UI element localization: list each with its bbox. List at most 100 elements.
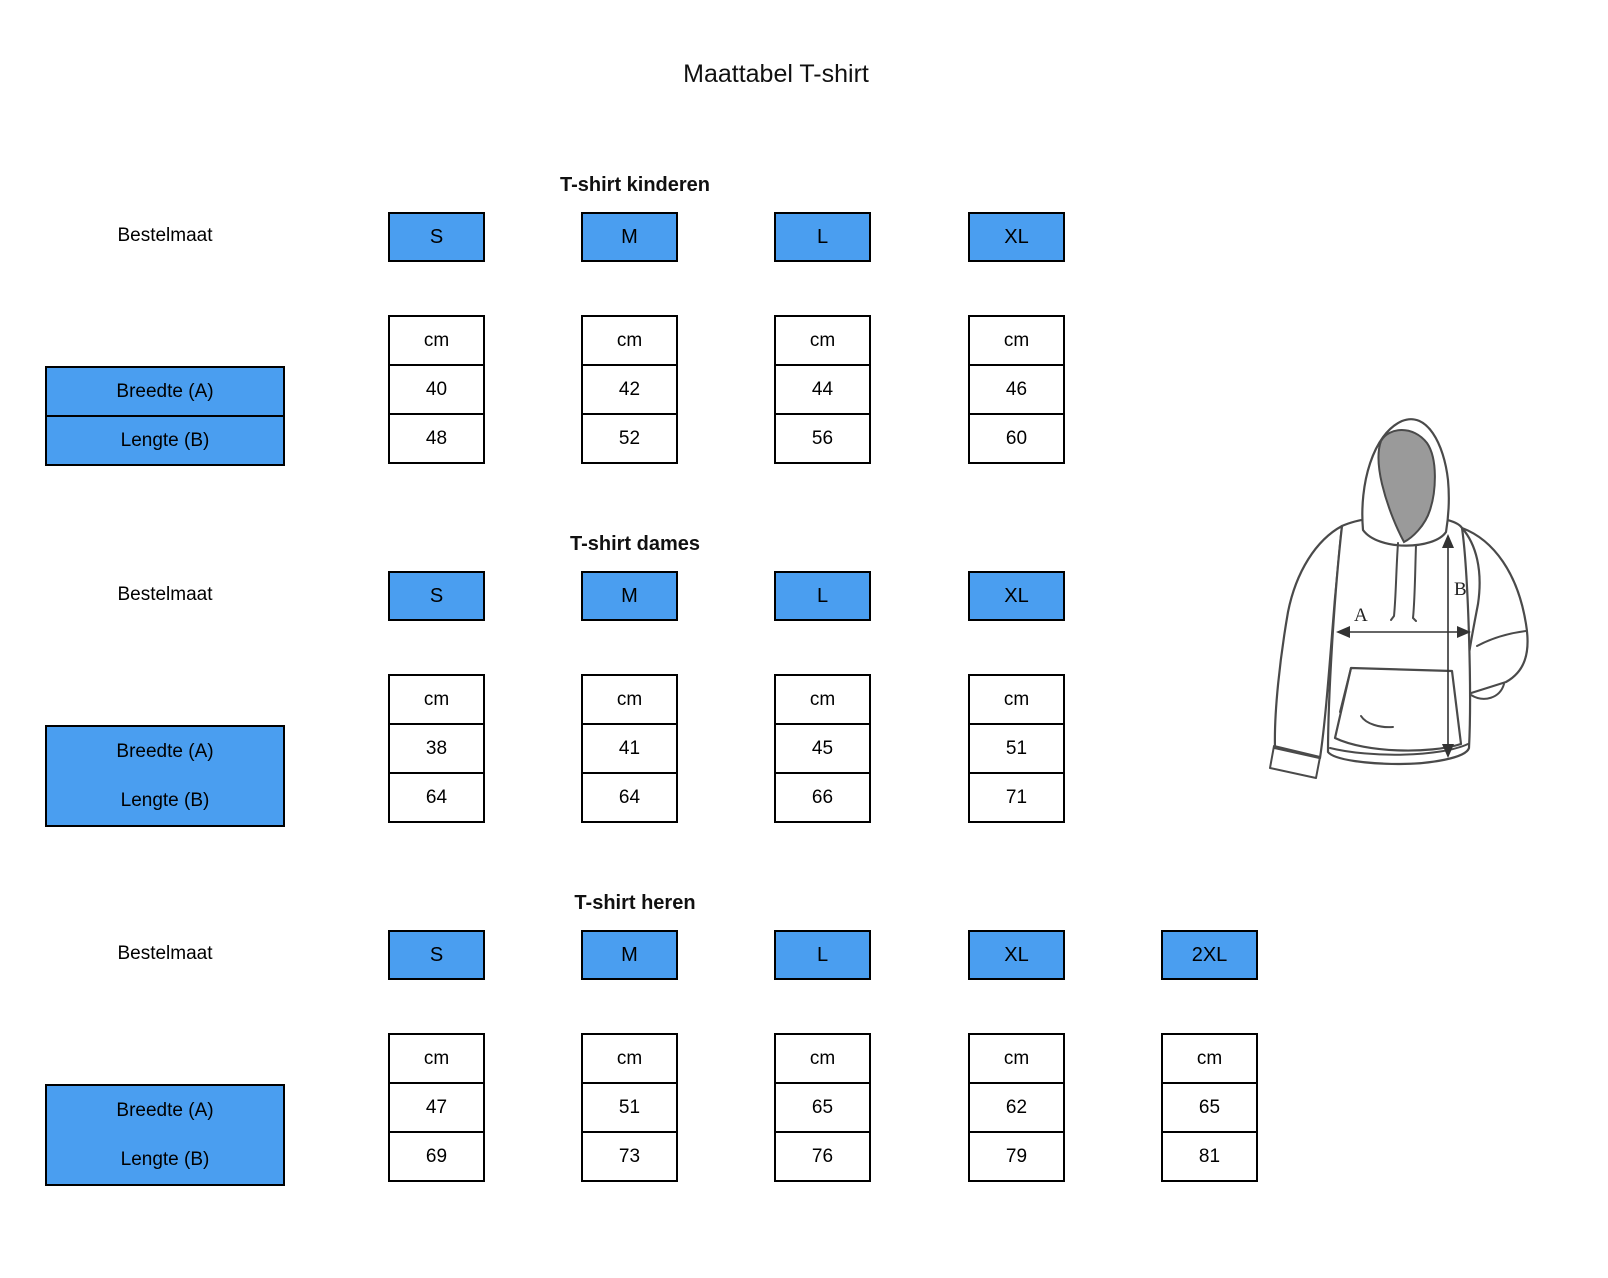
measure-column-xl: cm 46 60 bbox=[968, 315, 1065, 464]
unit-cell: cm bbox=[968, 674, 1065, 725]
section-header: T-shirt dames bbox=[569, 533, 701, 555]
lengte-value: 81 bbox=[1161, 1131, 1258, 1182]
size-box-l: L bbox=[774, 930, 871, 980]
measure-column-l: cm 45 66 bbox=[774, 674, 871, 823]
hoodie-right-sleeve bbox=[1460, 526, 1529, 696]
size-box-s: S bbox=[388, 930, 485, 980]
hoodie-drawstrings bbox=[1390, 542, 1417, 622]
unit-cell: cm bbox=[581, 1033, 678, 1084]
breedte-value: 51 bbox=[968, 723, 1065, 774]
section-header: T-shirt heren bbox=[574, 892, 696, 914]
lengte-value: 60 bbox=[968, 413, 1065, 464]
unit-cell: cm bbox=[968, 1033, 1065, 1084]
lengte-value: 76 bbox=[774, 1131, 871, 1182]
width-arrow-head-left bbox=[1336, 626, 1350, 638]
hoodie-hood-opening bbox=[1377, 429, 1436, 544]
measure-column-s: cm 40 48 bbox=[388, 315, 485, 464]
measure-column-s: cm 47 69 bbox=[388, 1033, 485, 1182]
breedte-value: 41 bbox=[581, 723, 678, 774]
lengte-row-label: Lengte (B) bbox=[45, 415, 285, 466]
size-box-xl: XL bbox=[968, 930, 1065, 980]
length-arrow-head-bottom bbox=[1442, 744, 1454, 758]
size-box-m: M bbox=[581, 571, 678, 621]
breedte-value: 42 bbox=[581, 364, 678, 415]
unit-cell: cm bbox=[968, 315, 1065, 366]
bestelmaat-label: Bestelmaat bbox=[117, 943, 213, 964]
measure-column-m: cm 41 64 bbox=[581, 674, 678, 823]
hoodie-pocket bbox=[1333, 666, 1463, 752]
unit-cell: cm bbox=[774, 674, 871, 725]
breedte-value: 51 bbox=[581, 1082, 678, 1133]
measure-column-l: cm 65 76 bbox=[774, 1033, 871, 1182]
measure-column-l: cm 44 56 bbox=[774, 315, 871, 464]
unit-cell: cm bbox=[388, 674, 485, 725]
breedte-value: 62 bbox=[968, 1082, 1065, 1133]
breedte-value: 46 bbox=[968, 364, 1065, 415]
section-kinderen: T-shirt kinderen Bestelmaat S M L XL cm … bbox=[0, 174, 1608, 504]
section-heren: T-shirt heren Bestelmaat S M L XL 2XL cm… bbox=[0, 892, 1608, 1222]
section-dames: T-shirt dames Bestelmaat S M L XL cm 38 … bbox=[0, 533, 1608, 863]
breedte-row-label: Breedte (A) bbox=[116, 1099, 214, 1121]
hoodie-hem-seam bbox=[1329, 743, 1469, 756]
hoodie-measurement-diagram: A B bbox=[1230, 400, 1608, 780]
hoodie-pocket-fold bbox=[1339, 667, 1394, 729]
lengte-value: 52 bbox=[581, 413, 678, 464]
size-box-s: S bbox=[388, 212, 485, 262]
lengte-value: 71 bbox=[968, 772, 1065, 823]
breedte-value: 38 bbox=[388, 723, 485, 774]
hoodie-elbow-seam bbox=[1476, 630, 1527, 647]
unit-cell: cm bbox=[581, 315, 678, 366]
size-box-l: L bbox=[774, 571, 871, 621]
breedte-row-label: Breedte (A) bbox=[116, 740, 214, 762]
lengte-value: 64 bbox=[581, 772, 678, 823]
hoodie-left-cuff bbox=[1269, 745, 1321, 779]
width-arrow-head-right bbox=[1457, 626, 1471, 638]
size-box-xl: XL bbox=[968, 571, 1065, 621]
size-box-m: M bbox=[581, 930, 678, 980]
measure-row-labels: Breedte (A) Lengte (B) bbox=[45, 725, 285, 827]
bestelmaat-label: Bestelmaat bbox=[117, 225, 213, 246]
size-box-m: M bbox=[581, 212, 678, 262]
size-box-s: S bbox=[388, 571, 485, 621]
unit-cell: cm bbox=[388, 315, 485, 366]
length-arrow-label: B bbox=[1454, 579, 1467, 600]
measure-column-m: cm 42 52 bbox=[581, 315, 678, 464]
unit-cell: cm bbox=[581, 674, 678, 725]
lengte-value: 56 bbox=[774, 413, 871, 464]
lengte-value: 66 bbox=[774, 772, 871, 823]
measure-column-s: cm 38 64 bbox=[388, 674, 485, 823]
size-box-l: L bbox=[774, 212, 871, 262]
hoodie-sketch: A B bbox=[1269, 418, 1529, 779]
measure-column-xl: cm 51 71 bbox=[968, 674, 1065, 823]
hoodie-right-cuff bbox=[1470, 683, 1505, 700]
measure-column-xl: cm 62 79 bbox=[968, 1033, 1065, 1182]
lengte-row-label: Lengte (B) bbox=[120, 1148, 210, 1170]
breedte-value: 65 bbox=[774, 1082, 871, 1133]
page-title: Maattabel T-shirt bbox=[683, 60, 869, 88]
unit-cell: cm bbox=[388, 1033, 485, 1084]
bestelmaat-label: Bestelmaat bbox=[117, 584, 213, 605]
size-box-xl: XL bbox=[968, 212, 1065, 262]
lengte-value: 79 bbox=[968, 1131, 1065, 1182]
breedte-value: 44 bbox=[774, 364, 871, 415]
measure-row-labels: Breedte (A) Lengte (B) bbox=[45, 1084, 285, 1186]
width-arrow-label: A bbox=[1354, 605, 1368, 626]
breedte-value: 65 bbox=[1161, 1082, 1258, 1133]
unit-cell: cm bbox=[1161, 1033, 1258, 1084]
lengte-value: 69 bbox=[388, 1131, 485, 1182]
lengte-row-label: Lengte (B) bbox=[120, 789, 210, 811]
lengte-value: 64 bbox=[388, 772, 485, 823]
length-arrow-head-top bbox=[1442, 534, 1454, 548]
unit-cell: cm bbox=[774, 315, 871, 366]
breedte-row-label: Breedte (A) bbox=[45, 366, 285, 417]
measure-column-2xl: cm 65 81 bbox=[1161, 1033, 1258, 1182]
unit-cell: cm bbox=[774, 1033, 871, 1084]
measure-column-m: cm 51 73 bbox=[581, 1033, 678, 1182]
size-box-2xl: 2XL bbox=[1161, 930, 1258, 980]
breedte-value: 40 bbox=[388, 364, 485, 415]
breedte-value: 45 bbox=[774, 723, 871, 774]
lengte-value: 48 bbox=[388, 413, 485, 464]
lengte-value: 73 bbox=[581, 1131, 678, 1182]
section-header: T-shirt kinderen bbox=[559, 174, 711, 196]
breedte-value: 47 bbox=[388, 1082, 485, 1133]
